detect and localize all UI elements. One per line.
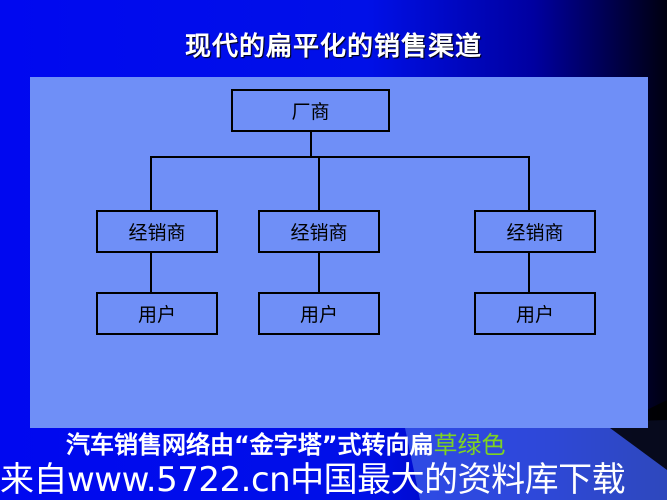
connector-line bbox=[528, 252, 530, 293]
connector-line bbox=[150, 156, 530, 158]
connector-line bbox=[150, 156, 152, 211]
connector-line bbox=[310, 131, 312, 158]
connector-line bbox=[528, 156, 530, 211]
manufacturer-box: 厂商 bbox=[231, 89, 390, 132]
user-box: 用户 bbox=[474, 292, 596, 335]
connector-line bbox=[318, 252, 320, 293]
dealer-label: 经销商 bbox=[290, 222, 348, 244]
connector-line bbox=[318, 156, 320, 211]
dealer-label: 经销商 bbox=[506, 222, 564, 244]
slide-title: 现代的扁平化的销售渠道 bbox=[184, 32, 482, 62]
user-label: 用户 bbox=[299, 304, 338, 326]
connector-line bbox=[150, 252, 152, 293]
dealer-box: 经销商 bbox=[474, 210, 596, 253]
user-label: 用户 bbox=[515, 304, 554, 326]
user-label: 用户 bbox=[137, 304, 176, 326]
caption-text: 汽车销售网络由“金字塔”式转向扁 bbox=[66, 431, 434, 459]
watermark-text: 来自www.5722.cn中国最大的资料库下载 bbox=[0, 460, 626, 500]
manufacturer-label: 厂商 bbox=[291, 101, 330, 123]
dealer-box: 经销商 bbox=[258, 210, 380, 253]
user-box: 用户 bbox=[258, 292, 380, 335]
caption-highlight: 草绿色 bbox=[433, 431, 506, 459]
slide-caption: 汽车销售网络由“金字塔”式转向扁草绿色 bbox=[66, 430, 506, 460]
dealer-label: 经销商 bbox=[128, 222, 186, 244]
dealer-box: 经销商 bbox=[96, 210, 218, 253]
user-box: 用户 bbox=[96, 292, 218, 335]
